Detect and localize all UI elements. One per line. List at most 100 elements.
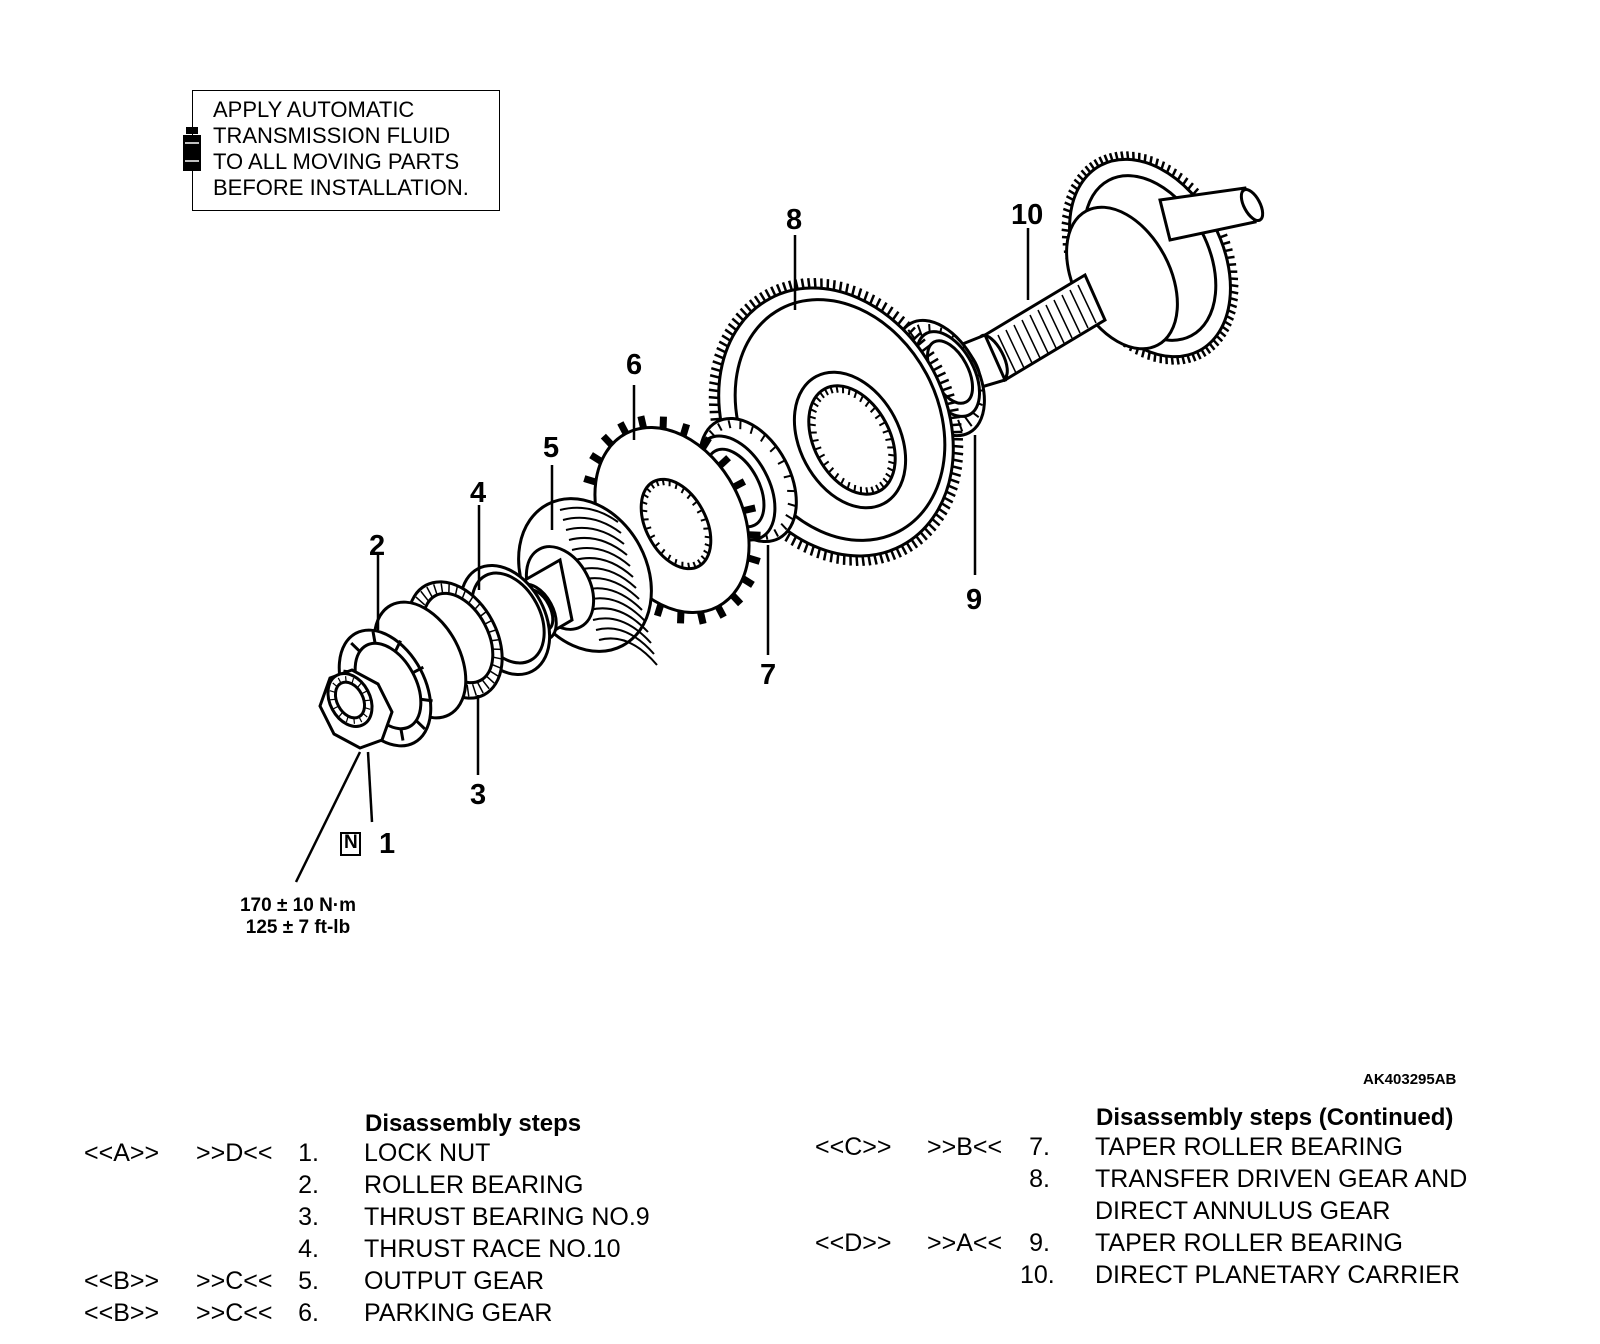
spline xyxy=(829,386,834,394)
parking-tooth xyxy=(637,415,647,429)
helical-tooth xyxy=(589,607,649,633)
step-number: 6. xyxy=(298,1299,319,1327)
gear-tooth xyxy=(1228,303,1238,309)
thread xyxy=(332,682,338,688)
removal-code: <<D>> xyxy=(815,1229,892,1257)
needle xyxy=(415,596,426,606)
gear-tooth xyxy=(927,522,937,532)
gear-tooth xyxy=(1200,348,1207,358)
gear-tooth xyxy=(1065,195,1075,202)
gear-tooth xyxy=(935,371,947,379)
gear-tooth xyxy=(884,551,891,563)
gear-tooth xyxy=(857,288,863,299)
step-number: 4. xyxy=(298,1235,319,1263)
spline xyxy=(885,437,893,442)
nut-thread xyxy=(329,676,371,724)
gear-tooth xyxy=(1147,351,1151,360)
gear-tooth xyxy=(709,374,721,379)
spline xyxy=(808,415,817,420)
gear-tooth xyxy=(1215,334,1224,343)
gear-tooth xyxy=(822,550,828,561)
thread xyxy=(353,717,356,724)
spline xyxy=(1077,284,1097,324)
helical-tooth xyxy=(568,536,628,556)
parking-tooth xyxy=(699,436,712,451)
gear-tooth xyxy=(1126,151,1130,160)
install-code: >>D<< xyxy=(196,1139,273,1167)
gear-tooth xyxy=(727,322,738,332)
roller xyxy=(785,513,794,520)
gear-tooth xyxy=(1061,228,1070,233)
gear-tooth xyxy=(932,364,943,372)
step-part-name: TAPER ROLLER BEARING xyxy=(1095,1229,1403,1257)
spline xyxy=(700,518,707,522)
step-number: 2. xyxy=(298,1171,319,1199)
gear-tooth xyxy=(916,338,926,347)
gear-tooth xyxy=(861,555,866,566)
parking-tooth xyxy=(600,433,615,448)
gear-tooth xyxy=(775,283,782,295)
gear-tooth xyxy=(1224,248,1233,253)
spline xyxy=(823,388,829,396)
spline xyxy=(827,467,835,474)
gear-tooth xyxy=(708,395,719,400)
step-number: 7. xyxy=(1029,1133,1050,1161)
callout-2: 2 xyxy=(369,530,386,562)
thread xyxy=(338,711,344,718)
spline xyxy=(674,482,678,490)
roller xyxy=(773,528,779,537)
gear-tooth xyxy=(710,417,721,421)
install-code: >>B<< xyxy=(927,1133,1003,1161)
spline xyxy=(1005,329,1025,369)
step-number: 9. xyxy=(1029,1229,1050,1257)
roller xyxy=(420,697,433,703)
parking-tooth xyxy=(583,475,597,486)
callout-4: 4 xyxy=(470,477,487,509)
parking-tooth xyxy=(589,452,604,465)
roller xyxy=(916,324,923,337)
spline xyxy=(839,477,845,485)
gear-tooth xyxy=(1061,221,1070,226)
callout-3: 3 xyxy=(470,779,487,811)
gear-tooth xyxy=(1114,151,1119,161)
spline xyxy=(696,559,703,566)
gear-tooth xyxy=(863,291,869,302)
gear-tooth xyxy=(1230,283,1239,288)
gear-tooth xyxy=(907,326,916,336)
gear-tooth xyxy=(712,360,723,366)
spline xyxy=(835,385,839,393)
step-row: 3.THRUST BEARING NO.9 xyxy=(84,1202,804,1234)
step-part-name: OUTPUT GEAR xyxy=(364,1267,545,1295)
new-part-mark: N xyxy=(344,832,358,853)
roller xyxy=(371,631,377,644)
roller xyxy=(350,642,361,653)
callout-5: 5 xyxy=(543,432,560,464)
shaft-splines xyxy=(989,284,1097,379)
roller xyxy=(415,719,426,730)
gear-tooth xyxy=(948,408,959,413)
install-code: >>A<< xyxy=(927,1229,1003,1257)
step-number: 1. xyxy=(298,1139,319,1167)
gear-tooth xyxy=(1204,345,1212,354)
note-line-2: TRANSMISSION FLUID xyxy=(213,123,451,148)
gear-tooth xyxy=(1219,233,1228,239)
gear-tooth xyxy=(919,531,928,541)
install-code: >>C<< xyxy=(196,1267,273,1295)
gear-tooth xyxy=(946,400,957,406)
step-part-name-cont: DIRECT ANNULUS GEAR xyxy=(1095,1197,1391,1225)
parking-tooth xyxy=(717,455,731,469)
gear-tooth xyxy=(928,357,939,366)
helical-tooth xyxy=(598,637,658,666)
spline xyxy=(1045,304,1065,344)
gear-tooth xyxy=(764,288,772,299)
new-part-box xyxy=(340,832,361,856)
gear-tooth xyxy=(721,334,732,342)
spline xyxy=(887,466,895,472)
gear-tooth xyxy=(800,278,805,289)
thread xyxy=(362,712,368,718)
gear-tooth xyxy=(850,285,856,296)
spline xyxy=(878,421,887,427)
removal-code: <<C>> xyxy=(815,1133,892,1161)
gear-tooth xyxy=(796,539,804,550)
gear-tooth xyxy=(813,278,817,289)
